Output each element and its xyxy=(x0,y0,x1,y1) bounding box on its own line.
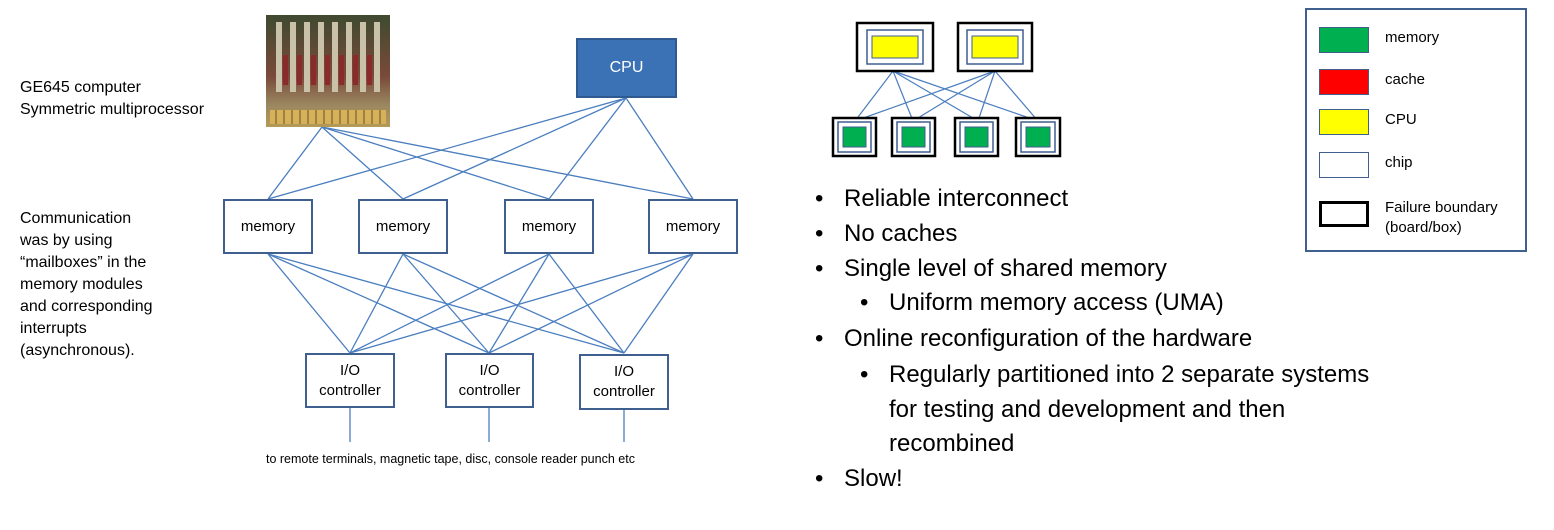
bullet-text: Uniform memory access (UMA) xyxy=(889,289,1224,316)
bullet-text: Regularly partitioned into 2 separate sy… xyxy=(889,361,1370,388)
communication-note: Communication was by using “mailboxes” i… xyxy=(20,210,153,359)
mini-memory-boards xyxy=(831,116,1062,158)
bullet-text: Online reconfiguration of the hardware xyxy=(844,325,1253,352)
bullet-text: No caches xyxy=(844,220,958,247)
io-controller-3: I/O controller xyxy=(579,354,669,410)
legend-label: memory xyxy=(1385,29,1440,46)
mini-cpu-board-2 xyxy=(956,21,1034,73)
legend-label: CPU xyxy=(1385,111,1417,128)
mini-cpu-board-1 xyxy=(855,21,935,73)
legend-label: chip xyxy=(1385,154,1413,171)
memory-box-2: memory xyxy=(358,199,448,254)
bullet-text: Slow! xyxy=(844,465,903,492)
legend: memory cache CPU chip Failure boundary (… xyxy=(1305,8,1527,252)
io-controller-1: I/O controller xyxy=(305,353,395,408)
io-controller-2: I/O controller xyxy=(445,353,534,408)
memory-swatch xyxy=(1319,27,1369,53)
cpu-box: CPU xyxy=(576,38,677,98)
memory-box-3: memory xyxy=(504,199,594,254)
cpu-swatch xyxy=(1319,109,1369,135)
legend-label: Failure boundary (board/box) xyxy=(1385,199,1498,236)
smp-mini-diagram xyxy=(831,21,1062,158)
diagram-caption: to remote terminals, magnetic tape, disc… xyxy=(266,452,635,466)
processor-board-photo xyxy=(266,15,390,127)
bullet-text: Reliable interconnect xyxy=(844,185,1069,212)
memory-box-1: memory xyxy=(223,199,313,254)
computer-title: GE645 computer Symmetric multiprocessor xyxy=(20,79,205,118)
bullet-text: Single level of shared memory xyxy=(844,255,1167,282)
memory-box-4: memory xyxy=(648,199,738,254)
bullet-text: for testing and development and then xyxy=(889,396,1286,423)
legend-label: cache xyxy=(1385,71,1426,88)
failure-boundary-swatch xyxy=(1319,201,1369,227)
bullet-text: recombined xyxy=(889,430,1015,457)
cache-swatch xyxy=(1319,69,1369,95)
chip-swatch xyxy=(1319,152,1369,178)
